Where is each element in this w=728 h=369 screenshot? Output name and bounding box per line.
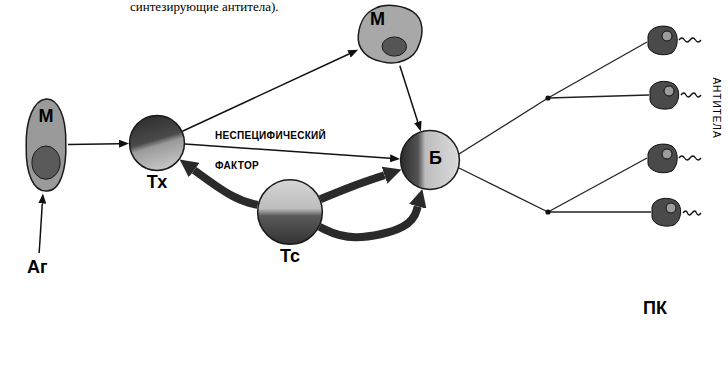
macrophage-cell: М — [354, 3, 426, 67]
antigen-label: Аг — [27, 256, 50, 279]
plasma-cell — [648, 144, 677, 173]
branch-line — [459, 98, 548, 154]
antibody-waves — [679, 38, 701, 215]
branch-line — [548, 211, 651, 212]
arrow-line — [400, 66, 418, 122]
caption-fragment: синтезирующие антитела). — [130, 0, 279, 15]
plasma-cell — [650, 81, 679, 109]
antibody-label: АНТИТЕЛА — [710, 77, 722, 138]
cell-body — [258, 180, 323, 245]
branch-dot — [545, 95, 550, 100]
cell-name: М — [24, 106, 68, 127]
plasma-cells — [648, 26, 681, 226]
arrow-line — [39, 203, 42, 253]
macrophage-cell: М — [24, 96, 68, 194]
arrow-line — [68, 143, 119, 145]
t-helper-cell: Тх — [129, 115, 185, 171]
cell-name: Тс — [257, 246, 323, 267]
branch-line — [548, 42, 647, 98]
cell-nucleus — [664, 86, 674, 96]
label-slot: АНТИТЕЛА — [710, 77, 722, 138]
cell-name: Б — [400, 148, 460, 169]
branch-line — [548, 95, 649, 98]
plasma-cell — [648, 26, 677, 55]
label-slot: синтезирующие антитела). — [130, 0, 279, 15]
cell-nucleus — [382, 37, 406, 56]
antibody-wave — [679, 38, 701, 42]
cell-body — [401, 131, 460, 190]
cell-name: Тх — [129, 172, 185, 193]
cell-nucleus — [32, 146, 60, 179]
cell-outline — [354, 3, 426, 67]
thick-arrow — [320, 206, 418, 237]
branch-lines — [459, 42, 651, 212]
arrow-line — [185, 144, 390, 158]
edge-label-slot: НЕСПЕЦИФИЧЕСКИЙ ФАКТОР — [215, 121, 350, 181]
antibody-wave — [683, 211, 701, 215]
plasma-cell — [652, 198, 681, 226]
cell-body — [130, 116, 185, 171]
t-suppressor-cell: Тс — [257, 179, 323, 245]
antibody-wave — [679, 156, 701, 160]
cell-name: Аг — [27, 256, 50, 279]
branch-line — [548, 158, 647, 212]
thick-arrow — [320, 175, 384, 199]
branch-dot — [545, 209, 550, 214]
cell-outline — [129, 115, 185, 171]
plasma-cell-label: ПК — [643, 298, 667, 319]
thick-arrow — [194, 170, 258, 205]
label-slot: ПК — [643, 298, 667, 319]
cell-nucleus — [666, 203, 676, 213]
cell-name: М — [354, 9, 426, 30]
arrow-line — [182, 54, 349, 131]
cell-outline — [257, 179, 323, 245]
cell-nucleus — [662, 149, 672, 159]
edge-label: НЕСПЕЦИФИЧЕСКИЙ ФАКТОР — [215, 121, 350, 181]
branch-line — [459, 168, 548, 212]
cell-body — [358, 5, 422, 63]
antibody-wave — [681, 93, 701, 97]
b-lymphocyte-cell: Б — [400, 130, 460, 190]
cell-nucleus — [662, 31, 672, 41]
